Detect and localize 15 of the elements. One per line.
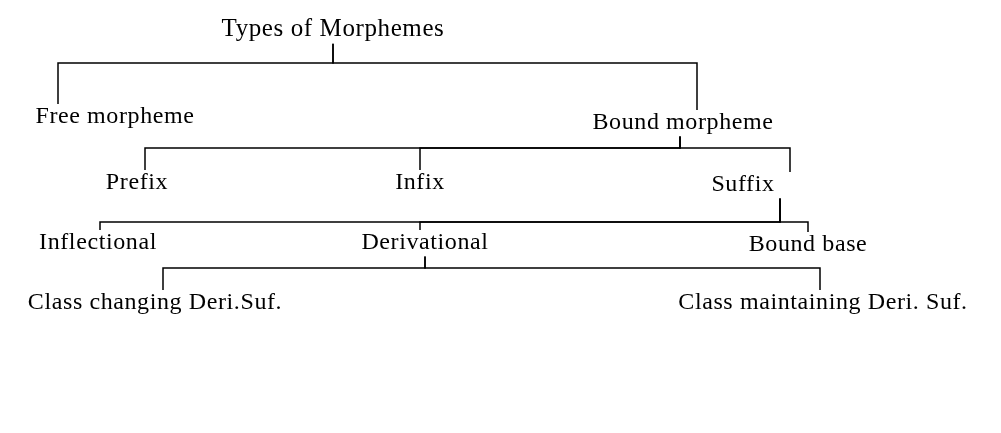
- tree-term: Infix: [395, 168, 445, 196]
- tree-term: Class maintaining Deri. Suf.: [678, 288, 968, 316]
- tree-term: Suffix: [711, 170, 775, 198]
- connector-line: [679, 135, 791, 173]
- connector-line: [779, 197, 809, 233]
- tree-term: Inflectional: [39, 228, 157, 256]
- tree-term: Derivational: [361, 228, 489, 256]
- tree-term: Prefix: [105, 168, 169, 196]
- tree-term: Class changing Deri.Suf.: [27, 288, 283, 316]
- tree-term: Free morpheme: [35, 102, 195, 130]
- connector-line: [332, 43, 698, 111]
- tree-term: Types of Morphemes: [221, 14, 445, 43]
- tree-term: Bound base: [748, 230, 868, 258]
- tree-term: Bound morpheme: [592, 108, 774, 136]
- connector-line: [424, 255, 821, 291]
